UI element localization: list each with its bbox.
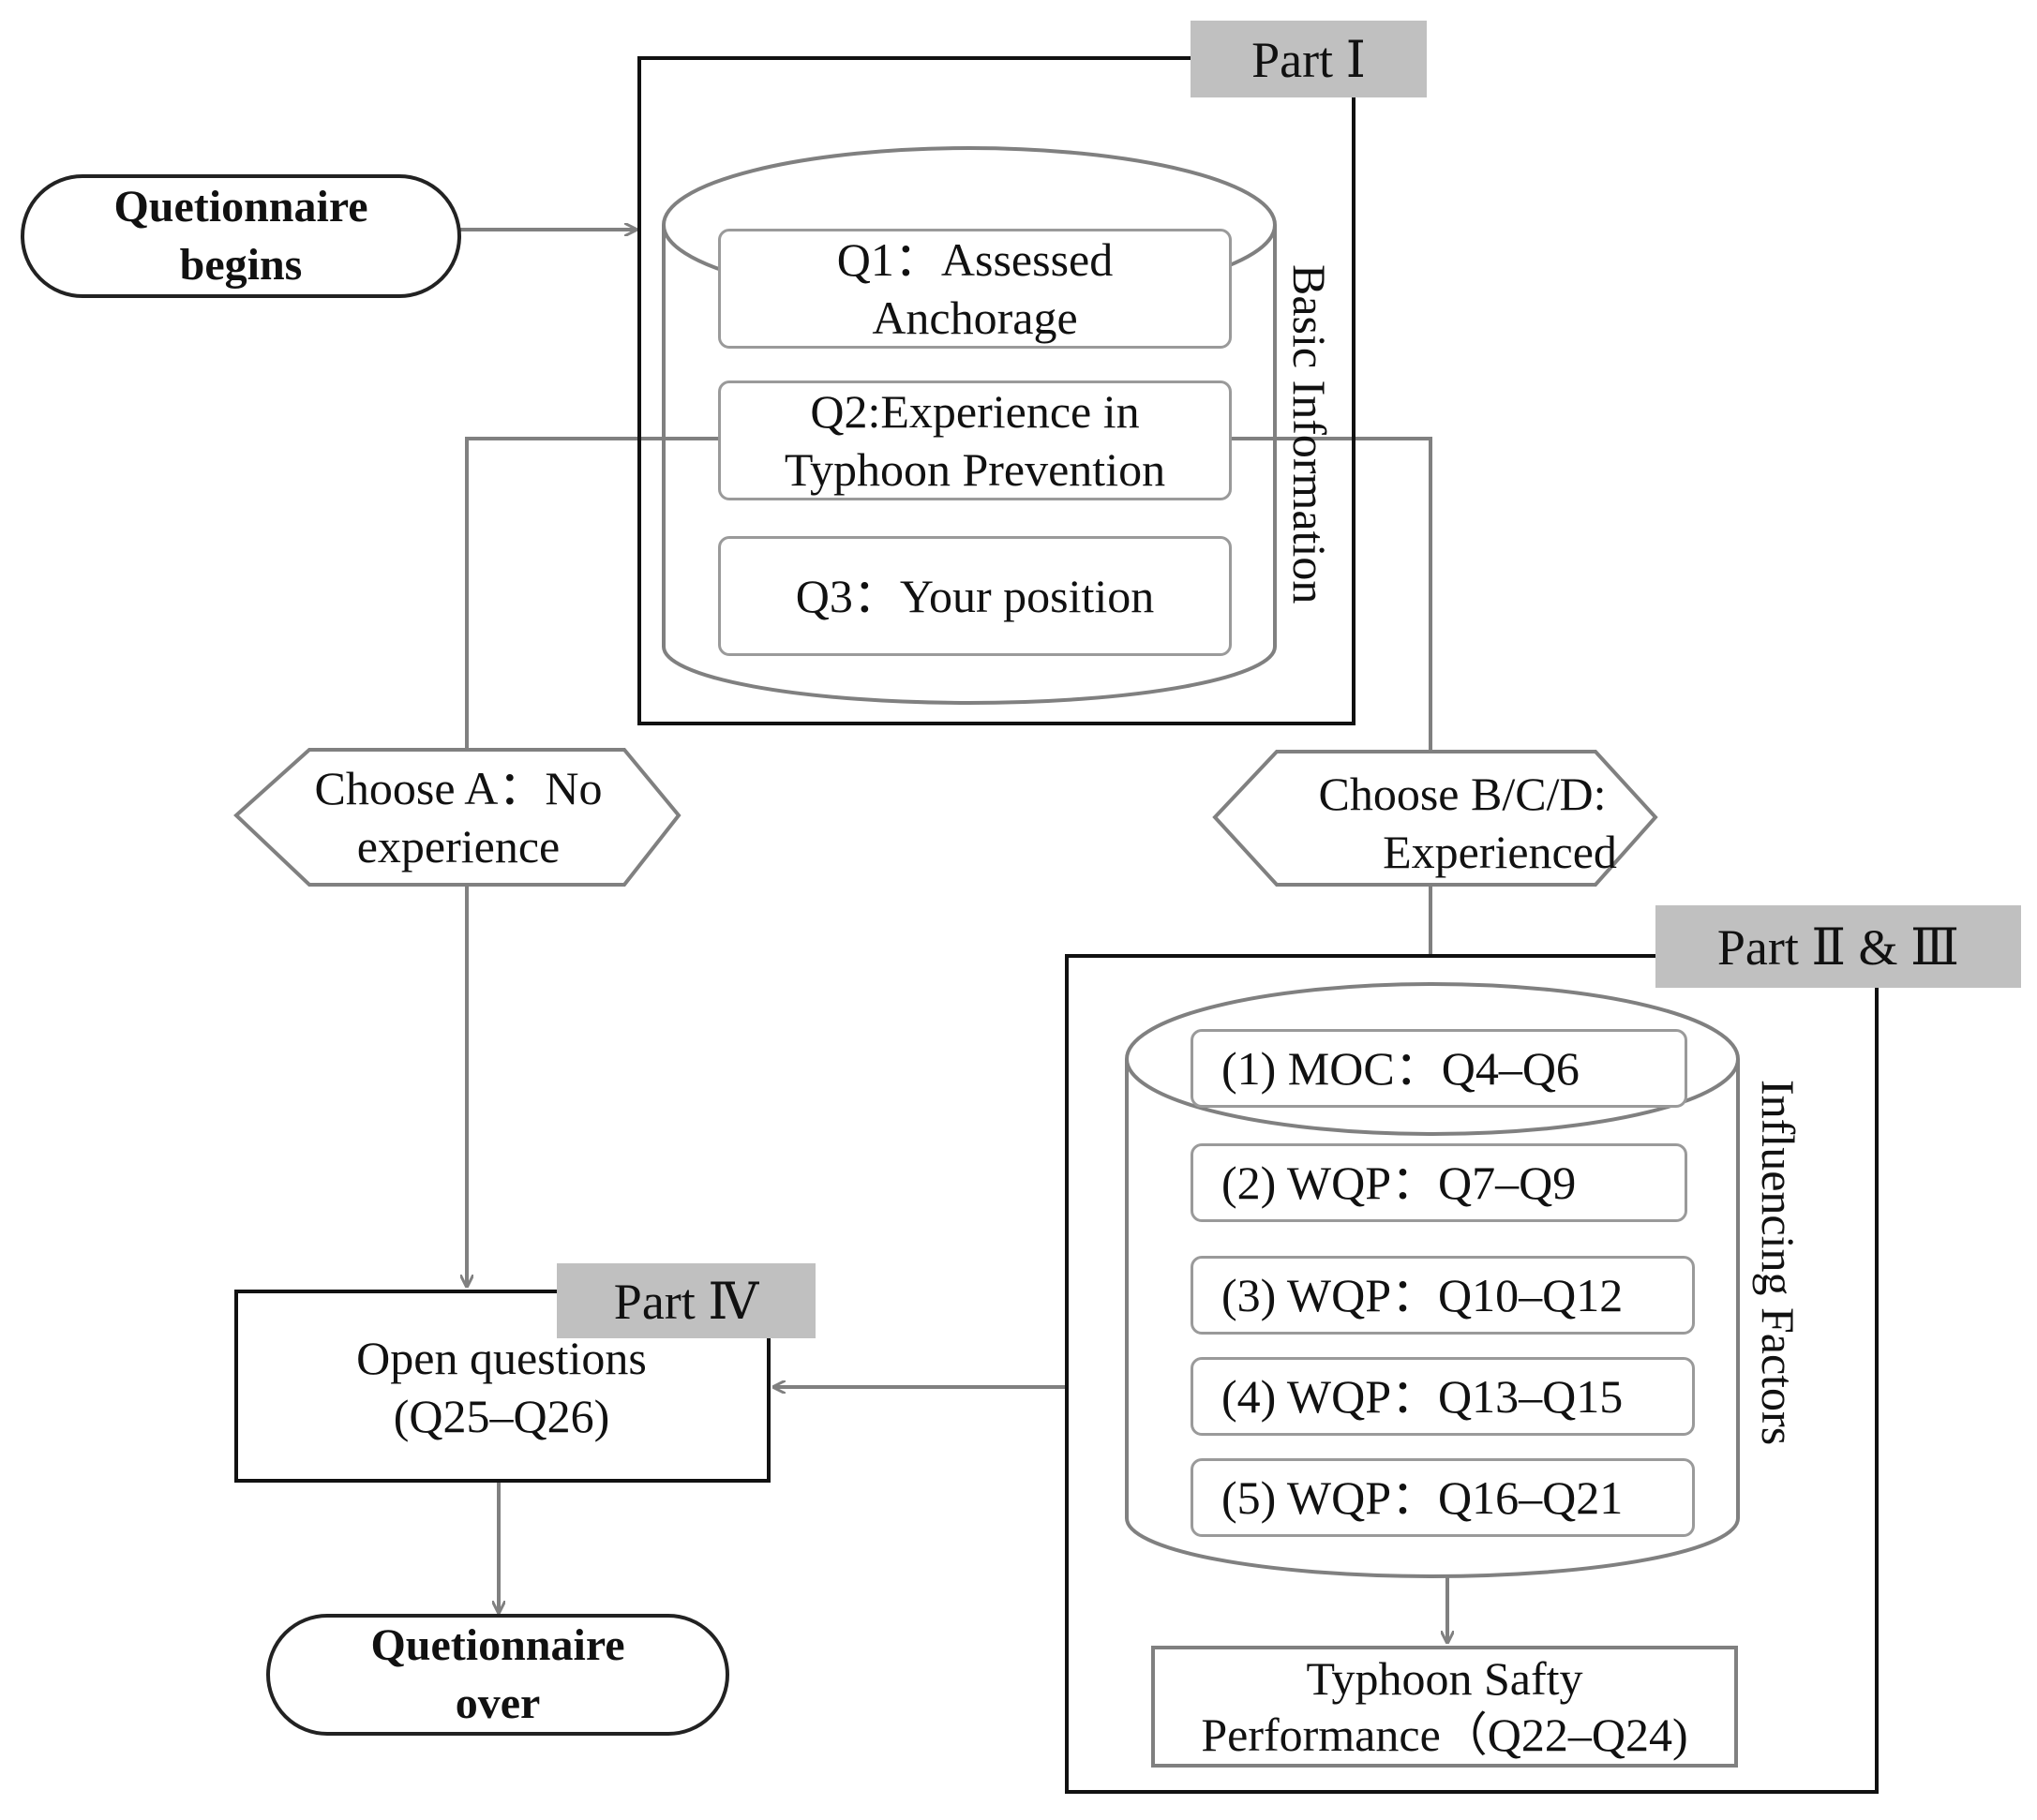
factor-2: (2) WQP：Q7–Q9 (1191, 1143, 1687, 1222)
factor-1: (1) MOC：Q4–Q6 (1191, 1029, 1687, 1108)
start-label-line2: begins (179, 240, 303, 290)
branch-a-line1: Choose A：No (314, 762, 603, 814)
part1-frame (637, 56, 1356, 725)
branch-b-label: Choose B/C/D: Experienced (1237, 765, 1687, 881)
end-terminator: Quetionnaire over (266, 1614, 729, 1736)
branch-a-label: Choose A：No experience (246, 759, 671, 875)
part4-line2: (Q25–Q26) (393, 1390, 610, 1442)
part23-tag: Part Ⅱ & Ⅲ (1655, 905, 2021, 988)
factor-4: (4) WQP：Q13–Q15 (1191, 1357, 1695, 1436)
line-q2-to-branch-b (1230, 437, 1432, 750)
q1-line1: Q1：Assessed (836, 233, 1114, 286)
branch-b-line1: Choose B/C/D: (1318, 768, 1607, 820)
branch-a-line2: experience (356, 820, 561, 873)
start-label-line1: Quetionnaire (113, 182, 368, 231)
performance-box: Typhoon Safty Performance（Q22–Q24) (1151, 1646, 1738, 1768)
part4-line1: Open questions (356, 1332, 647, 1384)
q2-line1: Q2:Experience in (810, 385, 1140, 438)
question-q2: Q2:Experience in Typhoon Prevention (718, 380, 1232, 500)
line-q2-to-branch-a (465, 437, 718, 750)
part4-tag: Part Ⅳ (557, 1263, 816, 1338)
part4-text: Open questions (Q25–Q26) (272, 1329, 731, 1445)
decision-hexagon-b (1212, 750, 1658, 887)
part1-tag: Part Ⅰ (1191, 21, 1427, 97)
end-label-line2: over (455, 1678, 541, 1728)
performance-line1: Typhoon Safty (1306, 1652, 1583, 1705)
factor-3: (3) WQP：Q10–Q12 (1191, 1256, 1695, 1335)
q3-line1: Q3：Your position (795, 570, 1155, 622)
q2-line2: Typhoon Prevention (784, 443, 1166, 496)
branch-b-line2: Experienced (1383, 826, 1617, 878)
part23-side-label: Influencing Factors (1752, 1080, 1805, 1446)
part1-side-label: Basic Information (1283, 264, 1336, 604)
part23-frame (1065, 954, 1879, 1794)
q1-line2: Anchorage (872, 291, 1078, 344)
decision-hexagon-a (233, 748, 681, 887)
end-label-line1: Quetionnaire (370, 1620, 625, 1670)
question-q3: Q3：Your position (718, 536, 1232, 656)
question-q1: Q1：Assessed Anchorage (718, 229, 1232, 349)
factor-5: (5) WQP：Q16–Q21 (1191, 1458, 1695, 1537)
start-terminator: Quetionnaire begins (21, 174, 461, 298)
performance-line2: Performance（Q22–Q24) (1201, 1708, 1688, 1761)
